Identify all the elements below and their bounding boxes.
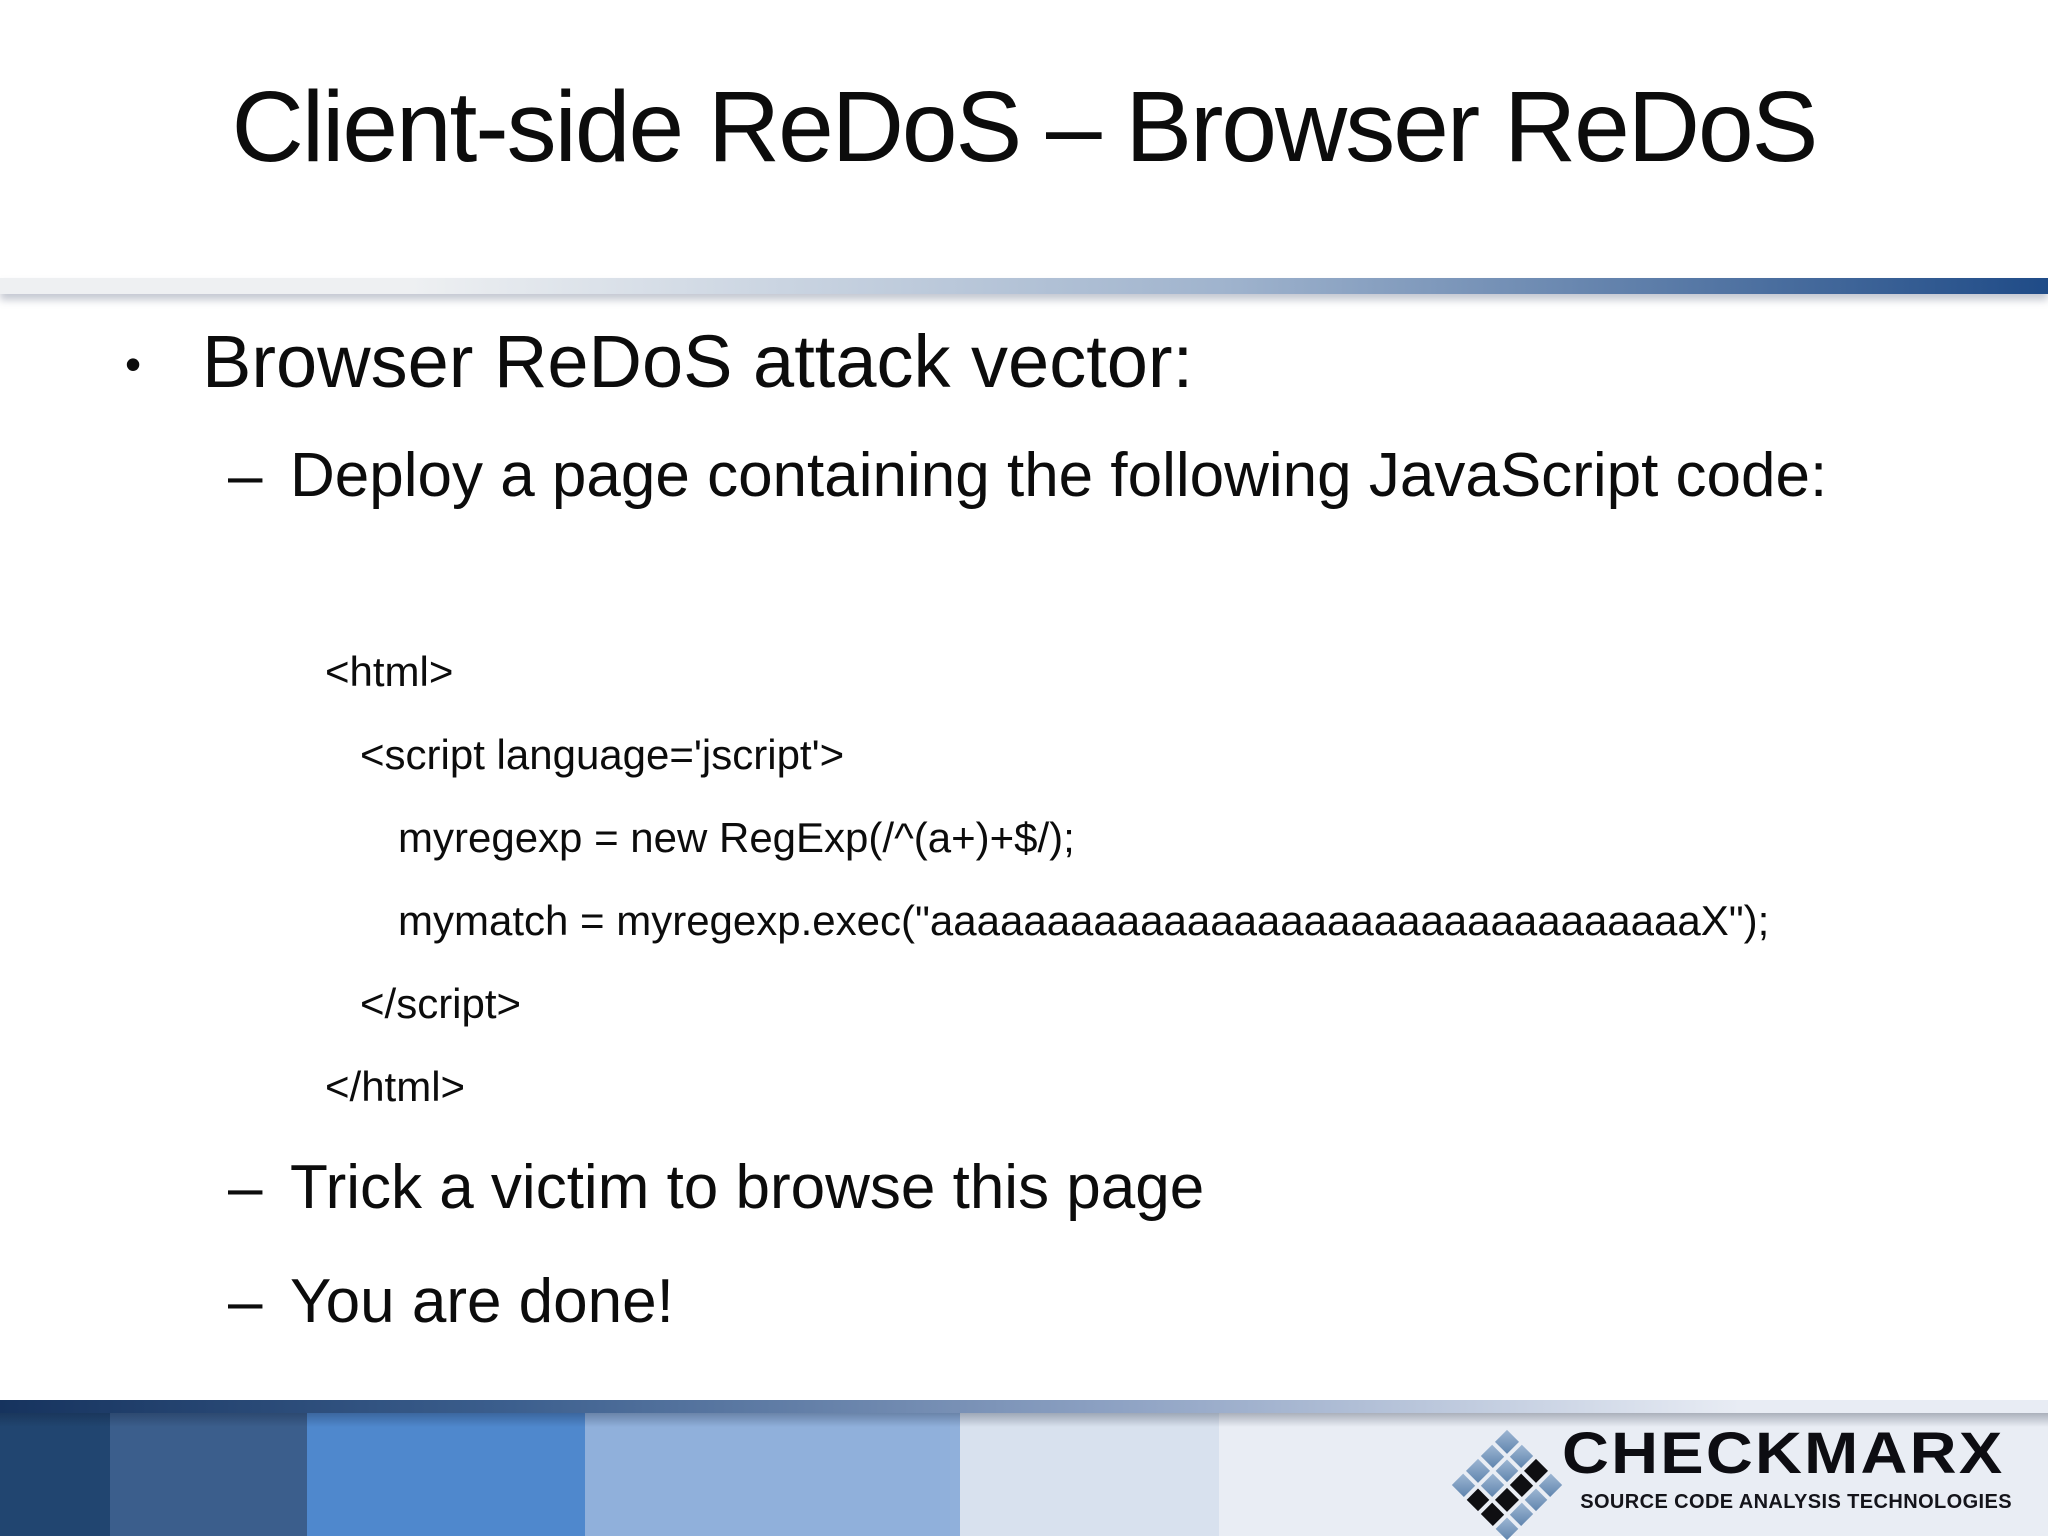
title-separator-bar [0, 278, 2048, 294]
code-line-exec: mymatch = myregexp.exec("aaaaaaaaaaaaaaa… [398, 897, 1770, 944]
subbullet-trick: – Trick a victim to browse this page [228, 1140, 1204, 1235]
subbullet-deploy: – Deploy a page containing the following… [228, 428, 1827, 523]
code-line-script-open: <script language='jscript'> [360, 731, 845, 778]
code-line-html-open: <html> [325, 648, 454, 695]
subbullet-deploy-label: Deploy a page containing the following J… [290, 441, 1828, 510]
subbullet-done: – You are done! [228, 1254, 674, 1349]
subbullet-trick-label: Trick a victim to browse this page [290, 1153, 1205, 1222]
footer-block-1 [0, 1413, 110, 1536]
footer-block-4 [585, 1413, 960, 1536]
code-line-html-close: </html> [325, 1063, 466, 1110]
footer-block-2 [110, 1413, 307, 1536]
subbullet-done-label: You are done! [290, 1267, 674, 1336]
code-line-script-close: </script> [360, 980, 522, 1027]
bullet-attack-vector-label: Browser ReDoS attack vector: [202, 320, 1194, 403]
dash-icon: – [228, 1267, 263, 1336]
dash-icon: – [228, 441, 263, 510]
bullet-attack-vector: • Browser ReDoS attack vector: [125, 316, 1193, 409]
checkmarx-logo-text: CHECKMARX SOURCE CODE ANALYSIS TECHNOLOG… [1562, 1423, 2012, 1514]
checkmarx-tagline: SOURCE CODE ANALYSIS TECHNOLOGIES [1580, 1490, 2012, 1513]
footer-color-blocks [0, 1413, 2048, 1536]
footer-block-3 [307, 1413, 585, 1536]
code-line-regexp: myregexp = new RegExp(/^(a+)+$/); [398, 814, 1075, 861]
footer-block-6 [1219, 1413, 2048, 1536]
slide-title: Client-side ReDoS – Browser ReDoS [231, 71, 1819, 183]
bullet-dot-icon: • [125, 338, 142, 390]
dash-icon: – [228, 1153, 263, 1222]
footer-block-5 [960, 1413, 1219, 1536]
checkmarx-brand-name: CHECKMARX [1562, 1421, 2005, 1486]
footer-gradient-bar [0, 1400, 2048, 1413]
